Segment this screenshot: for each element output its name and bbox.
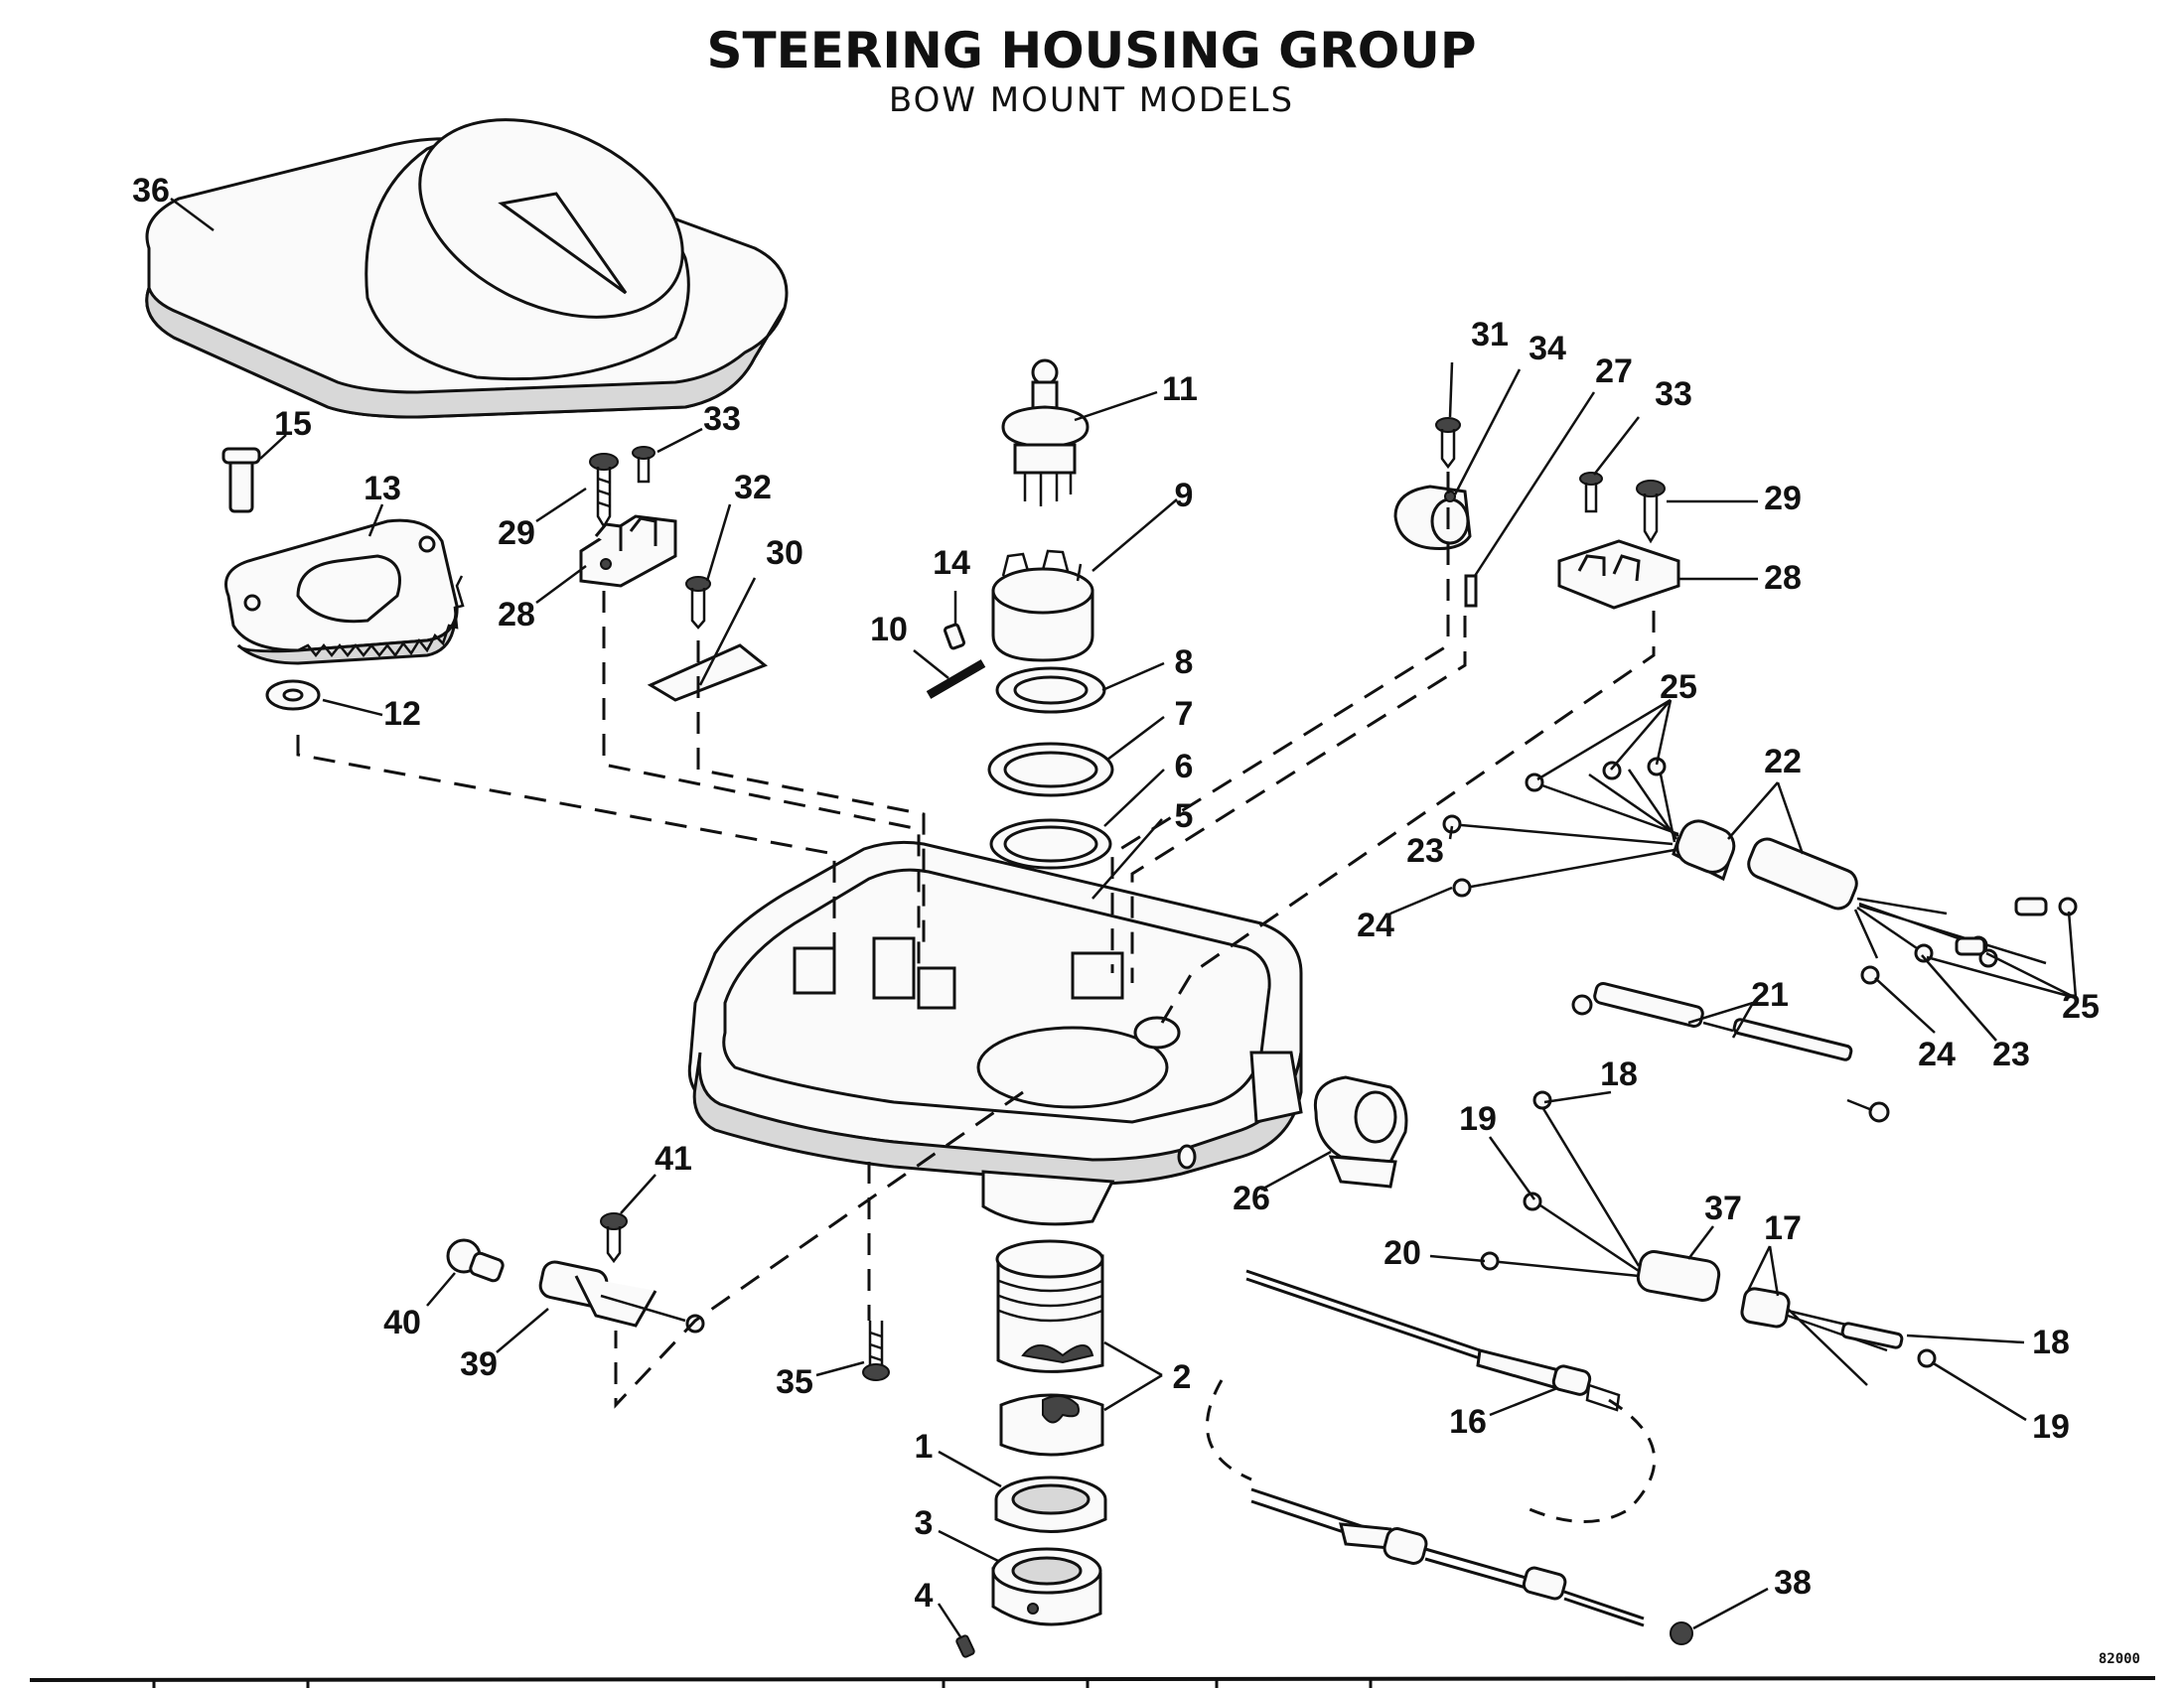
callout-12: 12 xyxy=(383,695,421,733)
screw-part-33-left xyxy=(632,446,655,484)
callout-28-left: 28 xyxy=(498,596,535,633)
callout-30: 30 xyxy=(766,534,803,572)
callout-25-bottom: 25 xyxy=(2062,988,2100,1026)
callout-34: 34 xyxy=(1529,330,1566,367)
diagram-title: STEERING HOUSING GROUP xyxy=(707,22,1477,79)
callout-4: 4 xyxy=(915,1577,934,1615)
callout-24-top: 24 xyxy=(1357,907,1394,944)
screw-part-32 xyxy=(685,576,711,630)
callout-28-right: 28 xyxy=(1764,559,1802,597)
clamp-part-34 xyxy=(1393,485,1472,550)
callout-17: 17 xyxy=(1764,1209,1802,1247)
callout-11: 11 xyxy=(1162,370,1198,408)
bearing-part-1 xyxy=(994,1476,1107,1533)
callout-35: 35 xyxy=(776,1363,813,1401)
callout-14: 14 xyxy=(933,544,970,582)
washer-ring-part-6 xyxy=(989,818,1112,870)
callout-26: 26 xyxy=(1233,1180,1270,1217)
pin-part-10 xyxy=(926,659,986,699)
callout-10: 10 xyxy=(870,611,908,648)
top-cover-part-36 xyxy=(145,118,789,419)
callout-29-right: 29 xyxy=(1764,480,1802,517)
control-cable-part-16 xyxy=(1206,1269,1657,1627)
wiring-harness-part-22 xyxy=(1442,757,2078,985)
collar-part-3 xyxy=(991,1547,1102,1626)
screw-part-41 xyxy=(600,1212,628,1264)
callout-32: 32 xyxy=(734,469,772,506)
callout-38: 38 xyxy=(1774,1564,1812,1602)
screw-part-29-left xyxy=(589,453,619,529)
cable-clamp-part-26 xyxy=(1313,1075,1408,1189)
callout-29-left: 29 xyxy=(498,514,535,552)
callout-23-bottom: 23 xyxy=(1992,1036,2030,1073)
callout-16: 16 xyxy=(1449,1403,1487,1441)
callout-18-top: 18 xyxy=(1600,1055,1638,1093)
lead-wires-part-21 xyxy=(1571,981,1890,1123)
callout-19-bottom: 19 xyxy=(2032,1408,2070,1446)
callout-3: 3 xyxy=(915,1504,934,1542)
callout-23-top: 23 xyxy=(1406,832,1444,870)
callout-24-bottom: 24 xyxy=(1918,1036,1956,1073)
seal-ring-part-7 xyxy=(987,742,1114,797)
callout-36: 36 xyxy=(132,172,170,210)
wiring-harness-part-37 xyxy=(1480,1090,1937,1386)
callout-37: 37 xyxy=(1704,1190,1742,1227)
screw-part-31 xyxy=(1435,417,1461,470)
callout-33-left: 33 xyxy=(703,400,741,438)
callout-labels: 36 15 13 12 33 29 28 32 30 11 9 14 10 8 … xyxy=(132,172,2100,1615)
bracket-part-28-left xyxy=(579,514,677,588)
callout-18-bottom: 18 xyxy=(2032,1324,2070,1361)
callout-6: 6 xyxy=(1175,748,1194,785)
screw-part-33-right xyxy=(1579,472,1603,513)
callout-27: 27 xyxy=(1595,352,1633,390)
plug-part-40 xyxy=(446,1238,505,1283)
diagram-subtitle: BOW MOUNT MODELS xyxy=(889,80,1294,120)
bearing-part-8 xyxy=(995,666,1106,714)
set-screw-part-4 xyxy=(955,1634,975,1658)
callout-2: 2 xyxy=(1173,1358,1192,1396)
bracket-part-28-right xyxy=(1557,539,1680,610)
callout-20: 20 xyxy=(1383,1234,1421,1272)
callout-22: 22 xyxy=(1764,743,1802,780)
roll-pin-part-14 xyxy=(944,623,965,650)
callout-5: 5 xyxy=(1175,797,1194,835)
callout-33-right: 33 xyxy=(1655,375,1692,413)
callout-40: 40 xyxy=(383,1304,421,1341)
callout-39: 39 xyxy=(460,1345,498,1383)
callout-41: 41 xyxy=(655,1140,692,1178)
callout-21: 21 xyxy=(1751,976,1789,1014)
switch-part-11 xyxy=(1001,358,1090,506)
assembly-lines xyxy=(296,472,1656,1409)
switch-mount-part-39 xyxy=(538,1260,705,1334)
callout-1: 1 xyxy=(915,1428,934,1466)
pin-part-15 xyxy=(221,447,261,513)
callout-8: 8 xyxy=(1175,643,1194,681)
gear-collar-part-9 xyxy=(991,549,1094,662)
callout-7: 7 xyxy=(1175,695,1194,733)
sleeve-part-2 xyxy=(995,1239,1104,1457)
callout-13: 13 xyxy=(364,470,401,507)
drawing-number: 82000 xyxy=(2099,1651,2140,1667)
callout-31: 31 xyxy=(1471,316,1509,353)
set-screw-part-27 xyxy=(1464,574,1478,608)
steering-housing-body xyxy=(687,840,1303,1226)
callout-leaders xyxy=(170,197,2078,1639)
callout-19-top: 19 xyxy=(1459,1100,1497,1138)
screw-part-35 xyxy=(862,1321,890,1381)
nut-part-38 xyxy=(1670,1621,1693,1645)
screw-part-29-right xyxy=(1636,480,1666,544)
callout-25-top: 25 xyxy=(1660,668,1697,706)
callout-9: 9 xyxy=(1175,477,1194,514)
callout-15: 15 xyxy=(274,405,312,443)
bottom-border-rule xyxy=(29,1676,2156,1688)
gear-plate-part-13 xyxy=(224,518,465,665)
